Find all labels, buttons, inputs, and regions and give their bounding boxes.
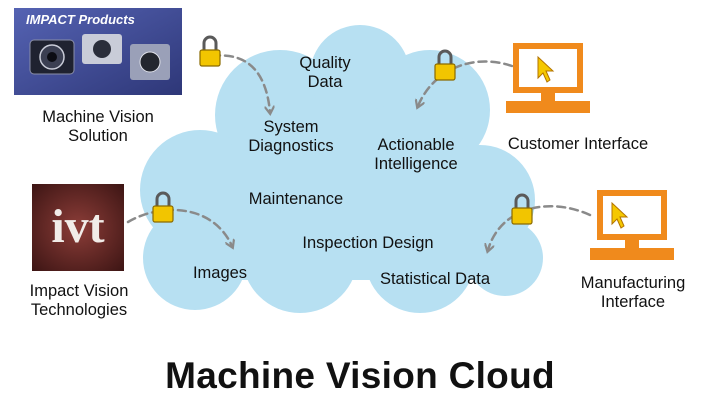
label-impact-vision-technologies: Impact Vision Technologies bbox=[29, 282, 129, 319]
page-title: Machine Vision Cloud bbox=[165, 355, 555, 396]
label-machine-vision-solution: Machine Vision Solution bbox=[42, 108, 154, 145]
padlock-icon bbox=[434, 49, 456, 81]
padlock-icon bbox=[152, 191, 174, 223]
ivt-logo: ivt bbox=[32, 184, 124, 271]
impact-products-logo-text: IMPACT Products bbox=[26, 12, 135, 27]
manufacturing-terminal-icon bbox=[590, 190, 674, 260]
customer-terminal-icon bbox=[506, 43, 590, 113]
arrow-ivt-to-images bbox=[126, 208, 232, 246]
label-customer-interface: Customer Interface bbox=[507, 135, 649, 153]
arrow-impact-to-system-diagnostics bbox=[210, 54, 270, 112]
label-manufacturing-interface: Manufacturing Interface bbox=[580, 274, 686, 311]
cloud-item-actionable-intelligence: Actionable Intelligence bbox=[374, 136, 458, 173]
cloud-item-system-diagnostics: System Diagnostics bbox=[248, 118, 334, 155]
cloud-item-quality-data: Quality Data bbox=[299, 54, 351, 91]
camera-icon bbox=[29, 34, 170, 80]
impact-products-photo: IMPACT Products bbox=[14, 8, 182, 95]
cloud-item-inspection-design: Inspection Design bbox=[302, 234, 434, 252]
padlock-icon bbox=[511, 193, 533, 225]
arrow-manufacturing-to-statistical bbox=[488, 205, 592, 250]
ivt-logo-text: ivt bbox=[51, 200, 104, 253]
padlock-icon bbox=[199, 35, 221, 67]
cloud-item-maintenance: Maintenance bbox=[248, 190, 344, 208]
arrow-cursor-icon bbox=[537, 55, 555, 83]
cloud-shape bbox=[140, 25, 543, 313]
arrow-cursor-icon bbox=[611, 201, 629, 229]
cloud-item-statistical-data: Statistical Data bbox=[379, 270, 491, 288]
cloud-item-images: Images bbox=[192, 264, 248, 282]
